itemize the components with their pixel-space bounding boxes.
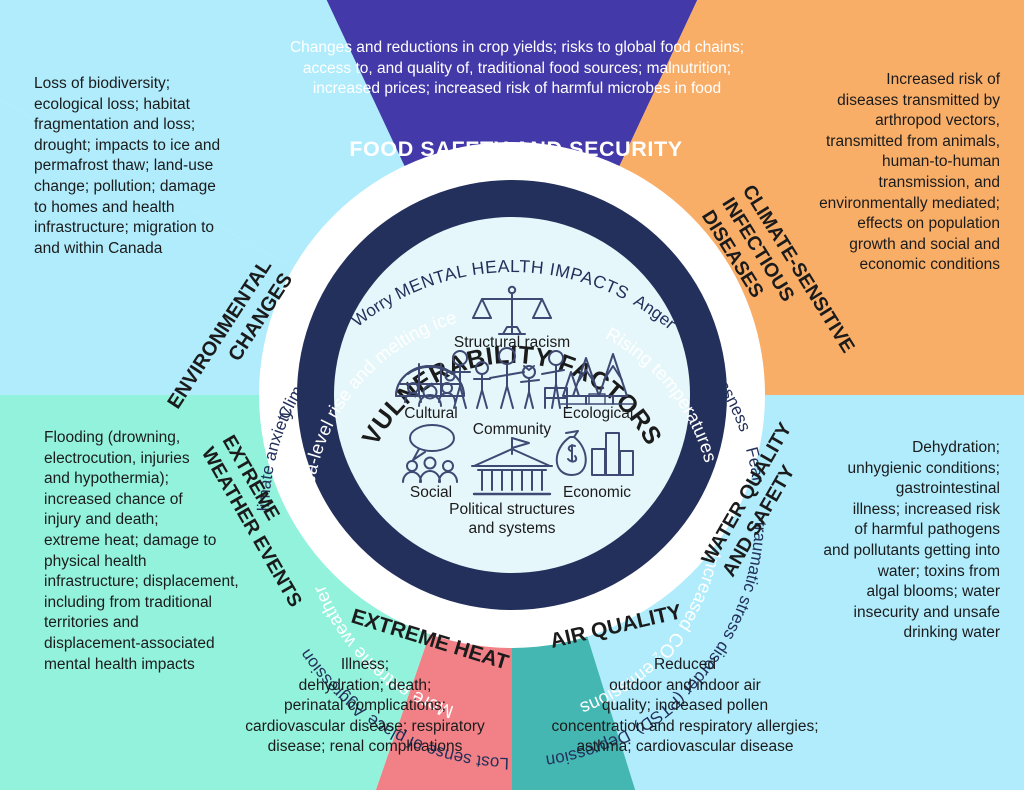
label-economic: Economic (563, 484, 631, 501)
label-structural-racism: Structural racism (454, 334, 570, 351)
label-political-structures-line2: and systems (468, 520, 555, 537)
blurb-infectious-diseases: Increased risk of diseases transmitted b… (819, 71, 1000, 274)
forest-trees-icon (560, 353, 634, 405)
cultural-igloo-people-icon (395, 363, 465, 407)
label-community: Community (473, 421, 552, 438)
label-cultural: Cultural (404, 405, 457, 422)
government-building-icon (471, 437, 553, 496)
blurb-extreme-heat: Illness; dehydration; death; perinatal c… (245, 656, 485, 756)
blurb-extreme-weather-events: Flooding (drowning, electrocution, injur… (44, 429, 239, 673)
vulnerability-icons (395, 285, 634, 496)
blurb-food-safety: Changes and reductions in crop yields; r… (289, 39, 745, 98)
blurb-air-quality: Reduced outdoor and indoor air quality; … (551, 656, 819, 756)
blurb-water-quality: Dehydration; unhygienic conditions; gast… (823, 439, 1000, 642)
vulnerability-labels: Structural racism Cultural Community Eco… (404, 334, 633, 537)
blurb-environmental-changes: Loss of biodiversity; ecological loss; h… (34, 75, 221, 257)
money-bag-bar-chart-icon (555, 430, 634, 476)
scales-of-justice-icon (472, 285, 552, 335)
community-people-icon (444, 347, 568, 409)
speech-bubble-people-icon (402, 424, 458, 483)
inner-circle (334, 217, 690, 573)
label-ecological: Ecological (563, 405, 634, 422)
label-political-structures: Political structures (449, 501, 575, 518)
label-social: Social (410, 484, 452, 501)
sector-label-food-safety[interactable]: FOOD SAFETY AND SECURITY (349, 137, 682, 161)
